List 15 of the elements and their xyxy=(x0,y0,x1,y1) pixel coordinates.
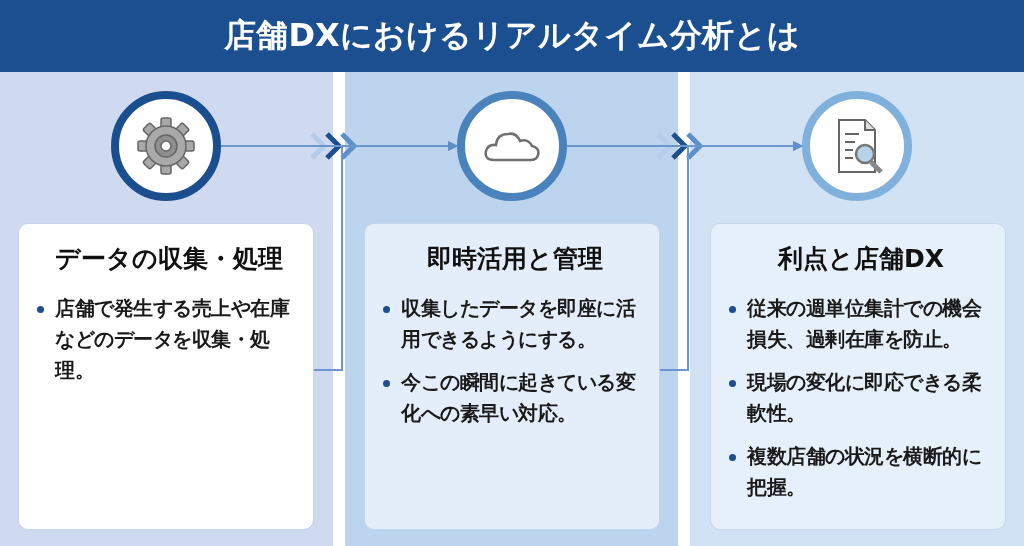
arrow xyxy=(659,141,803,371)
info-card xyxy=(364,223,660,530)
bullet-text: 収集したデータを即座に活用できるようにする。 xyxy=(401,297,635,351)
arrow xyxy=(313,141,458,371)
card-heading: 即時活用と管理 xyxy=(426,243,604,275)
bullet-text: 店舗で発生する売上や在庫などのデータを収集・処理。 xyxy=(55,297,289,382)
card-heading: 利点と店舗DX xyxy=(776,243,945,275)
title-bar: 店舗DXにおけるリアルタイム分析とは xyxy=(0,0,1024,72)
bullet-text: 従来の週単位集計での機会損失、過剰在庫を防止。 xyxy=(747,297,981,351)
info-card xyxy=(18,223,314,530)
bullet-text: 今この瞬間に起きている変化への素早い対応。 xyxy=(401,371,635,425)
card-heading: データの収集・処理 xyxy=(54,243,284,275)
bullet-text: 現場の変化に即応できる柔軟性。 xyxy=(747,371,981,425)
info-card xyxy=(710,223,1006,530)
bullet-text: 複数店舗の状況を横断的に把握。 xyxy=(747,445,981,499)
